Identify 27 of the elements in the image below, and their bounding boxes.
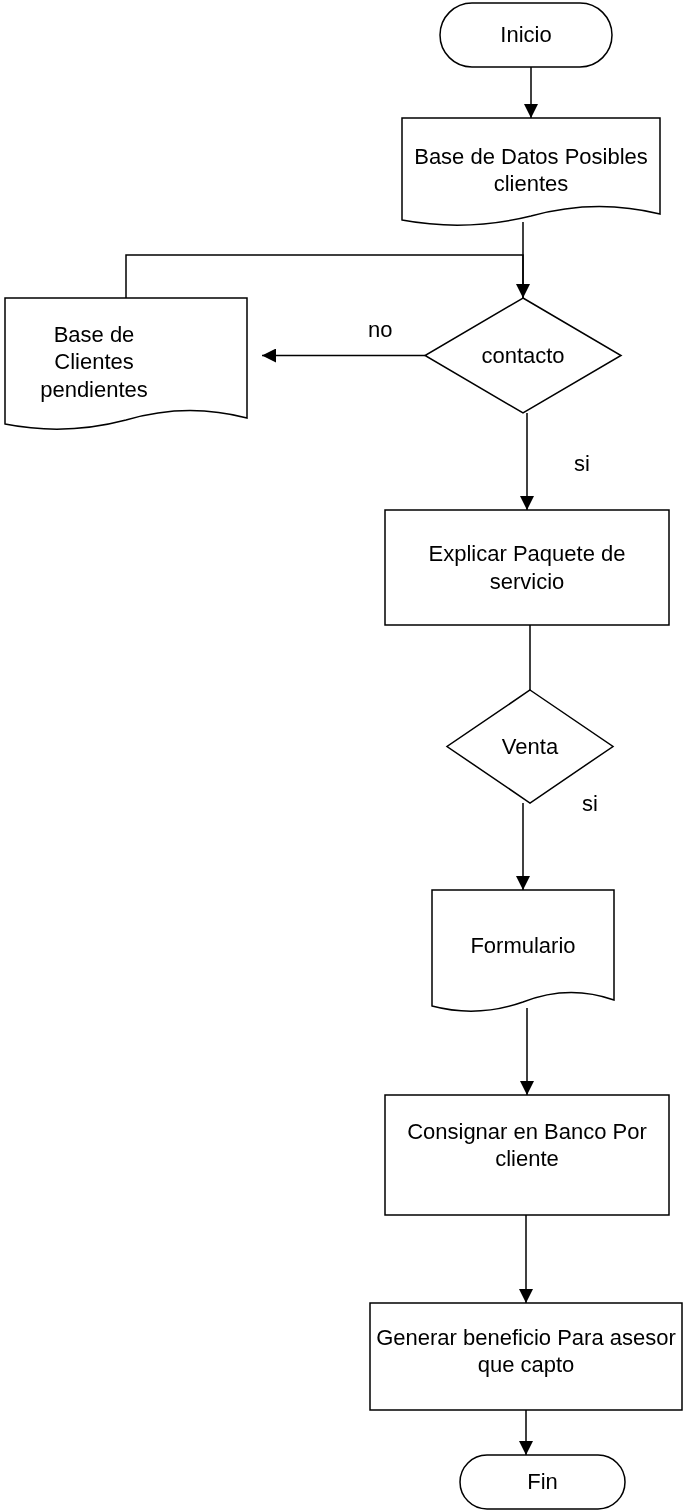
node-text: Venta (500, 732, 560, 761)
arrow (520, 412, 534, 511)
node-text: Fin (526, 1468, 559, 1497)
process-box (385, 510, 669, 625)
node-text: Explicar Paquete de servicio (427, 540, 627, 596)
arrow (519, 1214, 533, 1304)
node-text: Inicio (499, 21, 553, 50)
terminator-shape (460, 1455, 625, 1509)
node-text: contacto (480, 341, 566, 370)
node-text: Base de Datos Posibles clientes (413, 142, 649, 198)
arrow (520, 1007, 534, 1096)
node-text: Consignar en Banco Por cliente (406, 1117, 648, 1173)
arrow (524, 66, 538, 119)
process-box (370, 1303, 682, 1410)
node-text: Formulario (469, 932, 577, 961)
arrow (261, 348, 426, 363)
process-box (385, 1095, 669, 1215)
terminator-shape (440, 3, 612, 67)
node-text: Generar beneficio Para asesor que capto (375, 1323, 677, 1379)
arrow (519, 1409, 533, 1456)
document-shape (5, 298, 247, 432)
arrow (516, 802, 530, 891)
document-shape (432, 890, 614, 1014)
arrow (125, 254, 530, 299)
node-text: Base de Clientes pendientes (39, 320, 149, 404)
decision-diamond (425, 298, 621, 413)
document-shape (402, 118, 660, 228)
